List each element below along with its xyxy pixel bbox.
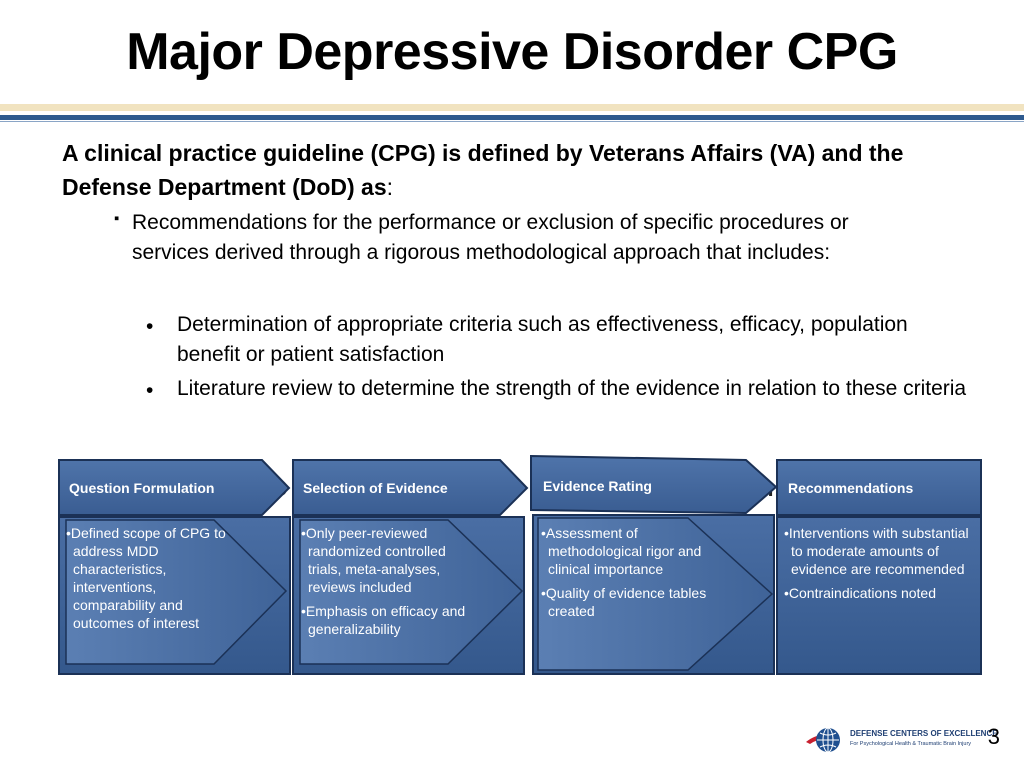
lead-text: A clinical practice guideline (CPG) is d… (62, 140, 904, 200)
slide-title: Major Depressive Disorder CPG (126, 23, 898, 81)
sub-sub-bullet-text: Literature review to determine the stren… (177, 377, 967, 400)
step-chevron-arrow (65, 519, 288, 665)
step-body-question-formulation: •Defined scope of CPG to address MDD cha… (66, 524, 236, 638)
title-divider-blue (0, 115, 1024, 120)
step-bullet: •Assessment of methodological rigor and … (541, 525, 702, 577)
step-header-recommendations: Recommendations (788, 480, 914, 496)
step-bullet: •Only peer-reviewed randomized controlle… (301, 525, 446, 595)
step-body-selection-of-evidence: •Only peer-reviewed randomized controlle… (301, 524, 481, 644)
step-body-box (776, 516, 982, 675)
step-body-recommendations: •Interventions with substantial to moder… (784, 524, 974, 608)
step-header-selection-of-evidence: Selection of Evidence (303, 480, 448, 496)
step-header-arrow (58, 459, 291, 516)
step-bullet: •Quality of evidence tables created (541, 585, 707, 619)
step-bullet: •Emphasis on efficacy and generalizabili… (301, 603, 466, 637)
round-bullet-icon: • (146, 315, 154, 338)
step-bullet: •Defined scope of CPG to address MDD cha… (66, 525, 226, 631)
flow-step-question-formulation (58, 459, 291, 675)
square-bullet-icon: ▪ (114, 210, 120, 227)
round-bullet-icon: • (146, 379, 154, 402)
logo-subtitle: For Psychological Health & Traumatic Bra… (850, 741, 972, 747)
flow-step-selection-of-evidence (292, 459, 529, 675)
step-chevron-arrow (299, 519, 524, 665)
step-header-arrow (292, 459, 529, 516)
dcoe-logo: DEFENSE CENTERS OF EXCELLENCE For Psycho… (804, 722, 998, 758)
logo-title: DEFENSE CENTERS OF EXCELLENCE (850, 729, 998, 738)
globe-logo-icon (806, 727, 840, 753)
step-body-evidence-rating: •Assessment of methodological rigor and … (541, 524, 726, 626)
step-header-box (776, 459, 982, 516)
lead-colon: : (386, 174, 394, 200)
step-header-arrow (530, 454, 778, 515)
flow-step-evidence-rating (530, 454, 778, 675)
step-bullet: •Interventions with substantial to moder… (784, 525, 969, 577)
step-chevron-arrow (537, 517, 774, 671)
step-header-evidence-rating: Evidence Rating (543, 478, 652, 494)
page-number: 3 (987, 724, 1000, 749)
title-divider-cream (0, 104, 1024, 111)
flow-step-recommendations (776, 459, 982, 675)
sub-sub-bullet-text: Determination of appropriate criteria su… (177, 313, 908, 366)
step-bullet: •Contraindications noted (784, 585, 936, 601)
step-header-question-formulation: Question Formulation (69, 480, 215, 496)
sub-bullet-text: Recommendations for the performance or e… (132, 211, 849, 264)
lead-paragraph: A clinical practice guideline (CPG) is d… (62, 136, 962, 204)
title-divider-blue-thin (0, 121, 1024, 122)
